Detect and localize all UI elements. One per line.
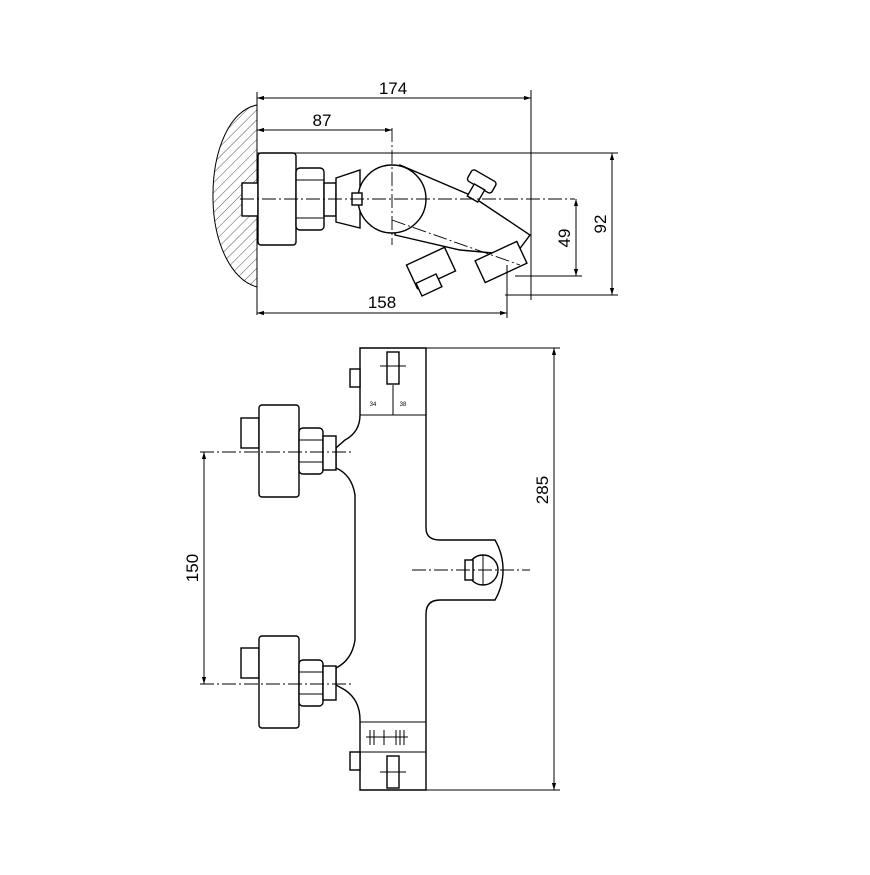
wall-nut: [241, 182, 259, 217]
wall-hatch: [212, 104, 258, 288]
dim-49: 49: [555, 229, 574, 248]
upper-flange: [258, 404, 300, 498]
upper-stop-knob: [349, 368, 361, 388]
upper-wall-nut: [240, 417, 260, 449]
top-view: 174 87 158 92 49: [212, 79, 618, 318]
upper-handle-pin: [386, 351, 400, 385]
lower-scale-ticks: [366, 730, 408, 745]
lower-union-nut: [298, 659, 324, 707]
eccentric: [323, 182, 337, 217]
top-knob: [466, 169, 497, 204]
dim-92: 92: [591, 215, 610, 234]
dim-174: 174: [379, 79, 407, 98]
dim-87: 87: [313, 111, 332, 130]
dim-158: 158: [368, 293, 396, 312]
front-view: 34 38: [183, 347, 560, 791]
dim-150: 150: [183, 554, 202, 582]
upper-union-nut: [298, 427, 324, 475]
lower-inlet: [240, 635, 337, 729]
lower-stop-knob: [349, 751, 361, 771]
lower-flange: [258, 635, 300, 729]
scale-34: 34: [370, 402, 377, 408]
outlets-top: [405, 240, 528, 297]
dim-285: 285: [533, 476, 552, 504]
scale-38: 38: [400, 402, 407, 408]
upper-inlet: [240, 404, 337, 498]
lower-wall-nut: [240, 647, 260, 679]
